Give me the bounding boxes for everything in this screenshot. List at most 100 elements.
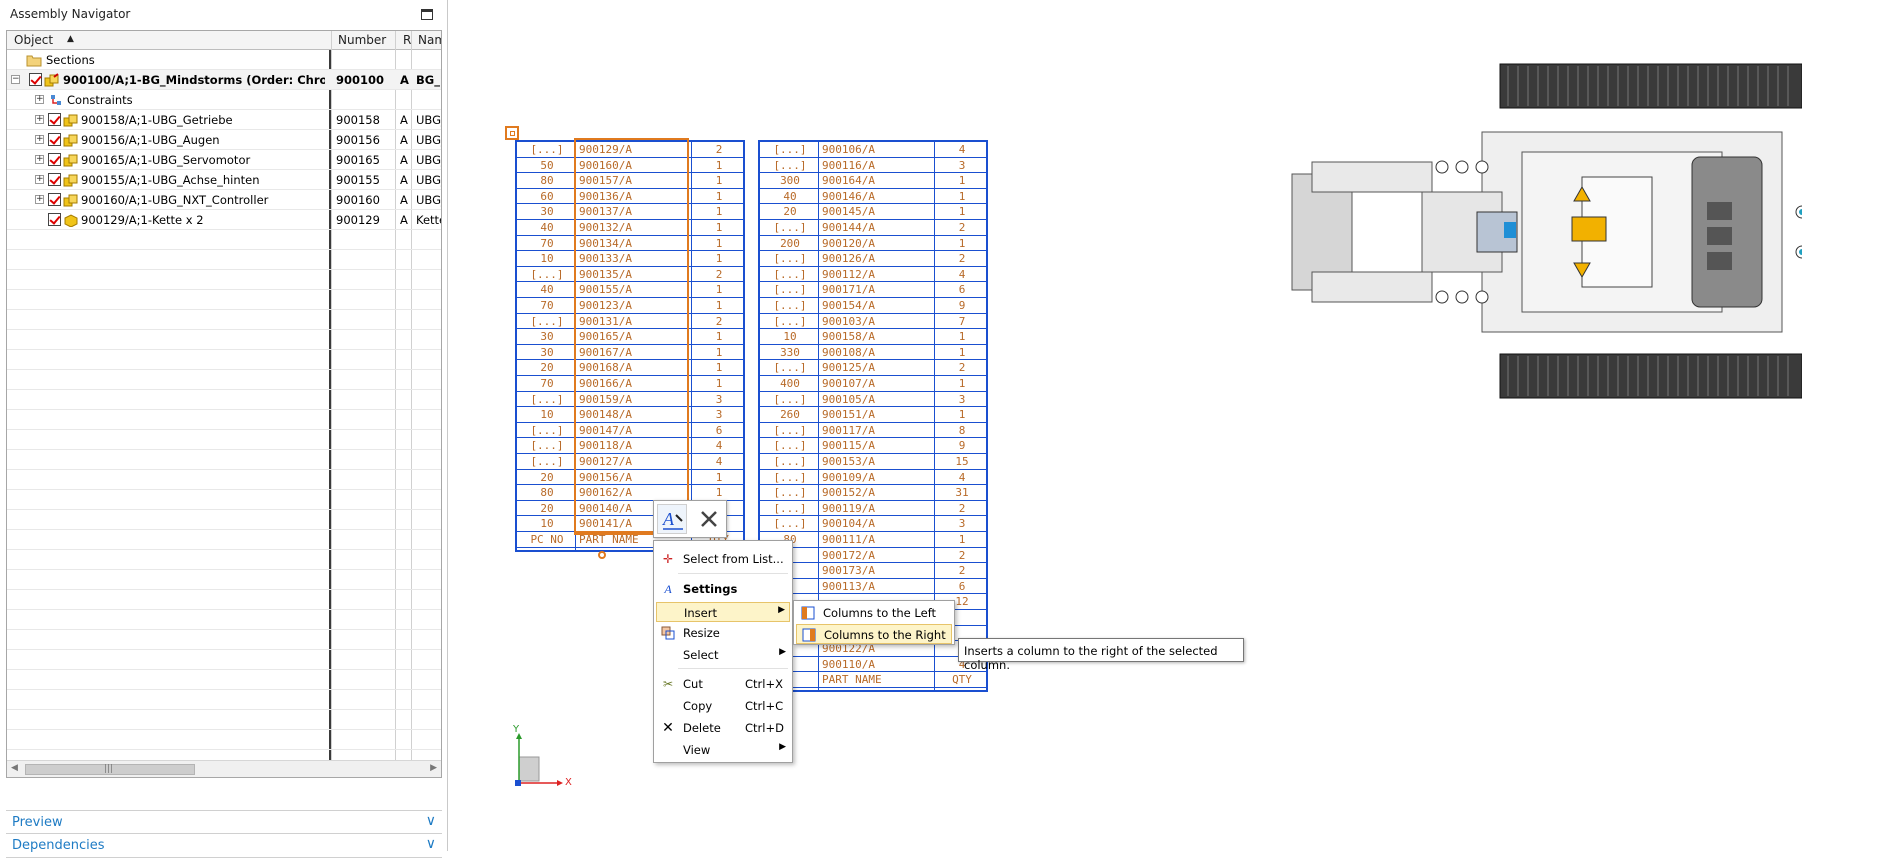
visibility-checkbox[interactable] <box>48 213 61 226</box>
menu-item-cut[interactable]: ✂ Cut Ctrl+X <box>656 674 790 694</box>
visibility-checkbox[interactable] <box>48 193 61 206</box>
horizontal-scrollbar[interactable]: ◀ ||| ▶ <box>7 760 441 777</box>
menu-item-resize[interactable]: Resize <box>656 623 790 643</box>
column-header-name[interactable]: Nam <box>418 33 441 47</box>
chevron-down-icon[interactable]: ∨ <box>425 836 436 852</box>
tree-row-constraints[interactable]: + Constraints <box>7 90 441 110</box>
maximize-icon[interactable] <box>421 9 433 20</box>
section-preview[interactable]: Preview ∨ <box>6 810 442 834</box>
tree-row-component[interactable]: + 900158/A;1-UBG_Getriebe 900158 A UBG_ <box>7 110 441 130</box>
expand-icon[interactable]: + <box>35 194 44 204</box>
collapse-icon[interactable]: − <box>11 74 20 84</box>
tree-row-component[interactable]: 900129/A;1-Kette x 2 900129 A Kette <box>7 210 441 230</box>
menu-item-delete[interactable]: ✕ Delete Ctrl+D <box>656 718 790 738</box>
menu-item-columns-right[interactable]: Columns to the Right <box>796 624 952 644</box>
expand-icon[interactable]: + <box>35 114 44 124</box>
parts-list-row[interactable]: ]900172/A2 <box>760 548 986 564</box>
parts-list-row[interactable]: ]900110/A4 <box>760 657 986 673</box>
robot-drawing-view[interactable] <box>1282 62 1809 402</box>
chevron-down-icon[interactable]: ∨ <box>425 813 436 829</box>
parts-list-row[interactable]: ]900113/A6 <box>760 579 986 595</box>
selected-column-highlight[interactable] <box>574 138 689 533</box>
menu-item-select[interactable]: Select ▶ <box>656 645 790 665</box>
menu-item-columns-left[interactable]: Columns to the Left <box>796 603 952 623</box>
scrollbar-thumb[interactable]: ||| <box>25 764 195 775</box>
expand-icon[interactable]: + <box>35 154 44 164</box>
visibility-checkbox[interactable] <box>48 133 61 146</box>
column-header-number[interactable]: Number <box>338 33 387 47</box>
tree-row-root[interactable]: − 900100/A;1-BG_Mindstorms (Order: Chron… <box>7 70 441 90</box>
menu-item-settings[interactable]: A Settings <box>656 579 790 599</box>
parts-list-row[interactable]: 900122/A <box>760 641 986 657</box>
tree-row-component[interactable]: + 900156/A;1-UBG_Augen 900156 A UBG_ <box>7 130 441 150</box>
tree-row-sections[interactable]: Sections <box>7 50 441 70</box>
expand-icon[interactable]: + <box>35 134 44 144</box>
tree-row-component[interactable]: + 900165/A;1-UBG_Servomotor 900165 A UBG… <box>7 150 441 170</box>
column-header-object[interactable]: Object <box>14 33 54 47</box>
section-dependencies[interactable]: Dependencies ∨ <box>6 834 442 858</box>
visibility-checkbox[interactable] <box>48 173 61 186</box>
parts-list-row[interactable]: 80900111/A1 <box>760 532 986 548</box>
menu-item-copy[interactable]: Copy Ctrl+C <box>656 696 790 716</box>
expand-icon[interactable]: + <box>35 174 44 184</box>
table-anchor-handle[interactable] <box>505 126 519 140</box>
menu-item-insert[interactable]: Insert ▶ <box>656 602 790 622</box>
tree-row-component[interactable]: + 900160/A;1-UBG_NXT_Controller 900160 A… <box>7 190 441 210</box>
menu-item-view[interactable]: View ▶ <box>656 740 790 760</box>
visibility-checkbox[interactable] <box>48 113 61 126</box>
menu-item-select-from-list[interactable]: ✛ Select from List... <box>656 549 790 569</box>
scroll-left-icon[interactable]: ◀ <box>11 763 18 773</box>
tree-row-component[interactable]: + 900155/A;1-UBG_Achse_hinten 900155 A U… <box>7 170 441 190</box>
visibility-checkbox[interactable] <box>29 73 42 86</box>
text-settings-icon[interactable]: A <box>657 504 687 534</box>
column-header-rev[interactable]: R <box>403 33 412 47</box>
parts-list-row[interactable]: ]900173/A2 <box>760 563 986 579</box>
visibility-checkbox[interactable] <box>48 153 61 166</box>
